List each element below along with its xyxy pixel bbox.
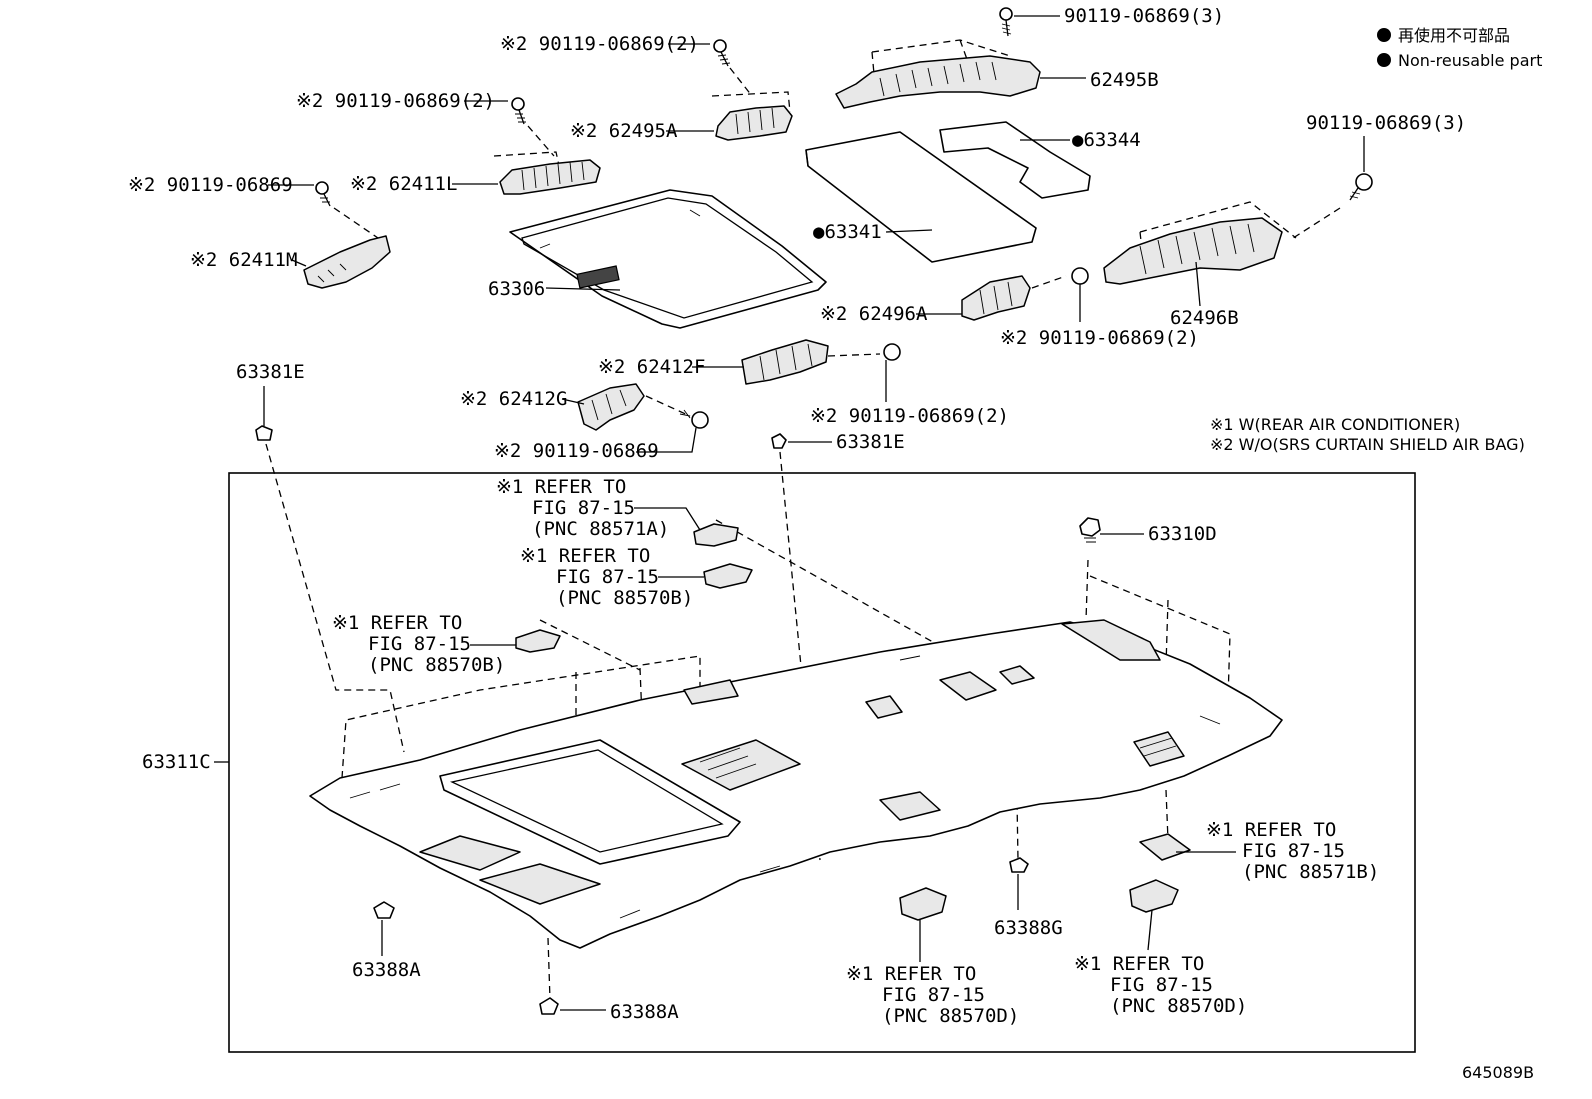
part-62496B: 62496B (1103, 201, 1297, 329)
callout-line3: (PNC 88570D) (882, 1005, 1019, 1027)
bolt-90119-06869-496a: ※2 90119-06869(2) (1000, 267, 1199, 349)
callout-line2: FIG 87-15 (532, 497, 635, 519)
callout-line1: ※1 REFER TO (496, 476, 626, 498)
bolt-90119-06869-top: 90119-06869(3) (999, 5, 1224, 37)
part-63388G: 63388G (994, 857, 1063, 939)
part-62496A: ※2 62496A (820, 275, 1067, 325)
refer-callout-88570D-center: ※1 REFER TO FIG 87-15 (PNC 88570D) (846, 963, 1019, 1027)
part-63381E-right: 63381E (771, 431, 905, 453)
label-62412F: ※2 62412F (598, 356, 705, 378)
legend-note-2: ※2 W/O(SRS CURTAIN SHIELD AIR BAG) (1210, 435, 1525, 454)
label-62412G: ※2 62412G (460, 388, 567, 410)
label-62496B: 62496B (1170, 307, 1239, 329)
part-88570D-center (899, 887, 947, 921)
label-63388A-a: 63388A (352, 959, 421, 981)
part-63310D: 63310D (1079, 517, 1217, 545)
refer-callout-88570D-right: ※1 REFER TO FIG 87-15 (PNC 88570D) (1074, 953, 1247, 1017)
part-63388A-a: 63388A (352, 901, 421, 981)
label-63310D: 63310D (1148, 523, 1217, 545)
callout-line3: (PNC 88570B) (556, 587, 693, 609)
part-62412G: ※2 62412G (460, 383, 691, 431)
refer-callout-88571B: ※1 REFER TO FIG 87-15 (PNC 88571B) (1206, 819, 1379, 883)
label-63344: ●63344 (1072, 129, 1141, 151)
refer-callout-88570B-left: ※1 REFER TO FIG 87-15 (PNC 88570B) (332, 612, 505, 676)
label-62495A: ※2 62495A (570, 120, 678, 142)
legend-non-reusable-ja: 再使用不可部品 (1398, 26, 1510, 45)
label-63306: 63306 (488, 278, 545, 300)
label-62411M: ※2 62411M (190, 249, 297, 271)
label-62495B: 62495B (1090, 69, 1159, 91)
part-63341: ●63341 (805, 131, 1037, 263)
non-reusable-dot-icon (1377, 53, 1391, 67)
label-63381E-left: 63381E (236, 361, 305, 383)
part-62411L: ※2 62411L (350, 151, 601, 195)
refer-callout-88571A: ※1 REFER TO FIG 87-15 (PNC 88571A) (496, 476, 669, 540)
refer-callout-88570B-upper: ※1 REFER TO FIG 87-15 (PNC 88570B) (520, 545, 693, 609)
part-62411M: ※2 62411M (190, 235, 391, 289)
part-88571B (1139, 833, 1191, 861)
label-63381E-right: 63381E (836, 431, 905, 453)
figure-id: 645089B (1462, 1063, 1534, 1082)
callout-line1: ※1 REFER TO (846, 963, 976, 985)
label-bolt-496a: ※2 90119-06869(2) (1000, 327, 1199, 349)
callout-line3: (PNC 88571B) (1242, 861, 1379, 883)
bolt-90119-06869-412f: ※2 90119-06869(2) (810, 360, 1009, 427)
bolt-90119-06869-c: ※2 90119-06869 (128, 174, 379, 239)
part-62495A: ※2 62495A (570, 91, 793, 142)
callout-line2: FIG 87-15 (1242, 840, 1345, 862)
label-bolt-right: 90119-06869(3) (1306, 112, 1466, 134)
legend-non-reusable-en: Non-reusable part (1398, 51, 1542, 70)
label-bolt-2a: ※2 90119-06869(2) (500, 33, 699, 55)
callout-line1: ※1 REFER TO (1206, 819, 1336, 841)
bolt-90119-06869-2-b: ※2 90119-06869(2) (296, 90, 555, 157)
callout-line2: FIG 87-15 (1110, 974, 1213, 996)
part-63381E-left: 63381E (236, 361, 305, 441)
label-bolt-top: 90119-06869(3) (1064, 5, 1224, 27)
part-88570B-upper (703, 563, 753, 589)
part-62495B: 62495B (835, 39, 1159, 109)
callout-line1: ※1 REFER TO (332, 612, 462, 634)
non-reusable-dot-icon (1377, 28, 1391, 42)
label-bolt-412g: ※2 90119-06869 (494, 440, 659, 462)
callout-line2: FIG 87-15 (556, 566, 659, 588)
callout-line3: (PNC 88571A) (532, 518, 669, 540)
part-88570B-left (515, 629, 561, 653)
part-88570D-right (1129, 879, 1179, 913)
bolt-90119-06869-412g: ※2 90119-06869 (494, 409, 709, 462)
label-63388A-b: 63388A (610, 1001, 679, 1023)
label-63388G: 63388G (994, 917, 1063, 939)
callout-line2: FIG 87-15 (368, 633, 471, 655)
part-62412F: ※2 62412F (598, 339, 901, 385)
part-63306: 63306 (488, 189, 827, 329)
legend: 再使用不可部品 Non-reusable part ※1 W(REAR AIR … (1210, 26, 1542, 454)
label-bolt-2b: ※2 90119-06869(2) (296, 90, 495, 112)
part-63344: ●63344 (939, 121, 1141, 199)
bolt-90119-06869-right: 90119-06869(3) (1289, 112, 1466, 241)
part-88571A (693, 523, 739, 547)
callout-line2: FIG 87-15 (882, 984, 985, 1006)
callout-line1: ※1 REFER TO (1074, 953, 1204, 975)
label-bolt-412f: ※2 90119-06869(2) (810, 405, 1009, 427)
label-63341: ●63341 (813, 221, 882, 243)
label-bolt-2c: ※2 90119-06869 (128, 174, 293, 196)
label-62411L: ※2 62411L (350, 173, 457, 195)
legend-note-1: ※1 W(REAR AIR CONDITIONER) (1210, 415, 1460, 434)
callout-line3: (PNC 88570D) (1110, 995, 1247, 1017)
label-63311C: 63311C (142, 751, 211, 773)
part-63388A-b: 63388A (539, 997, 679, 1023)
callout-line1: ※1 REFER TO (520, 545, 650, 567)
callout-line3: (PNC 88570B) (368, 654, 505, 676)
label-62496A: ※2 62496A (820, 303, 928, 325)
bolt-90119-06869-2-a: ※2 90119-06869(2) (500, 33, 753, 97)
part-63311C-headliner (309, 619, 1283, 949)
